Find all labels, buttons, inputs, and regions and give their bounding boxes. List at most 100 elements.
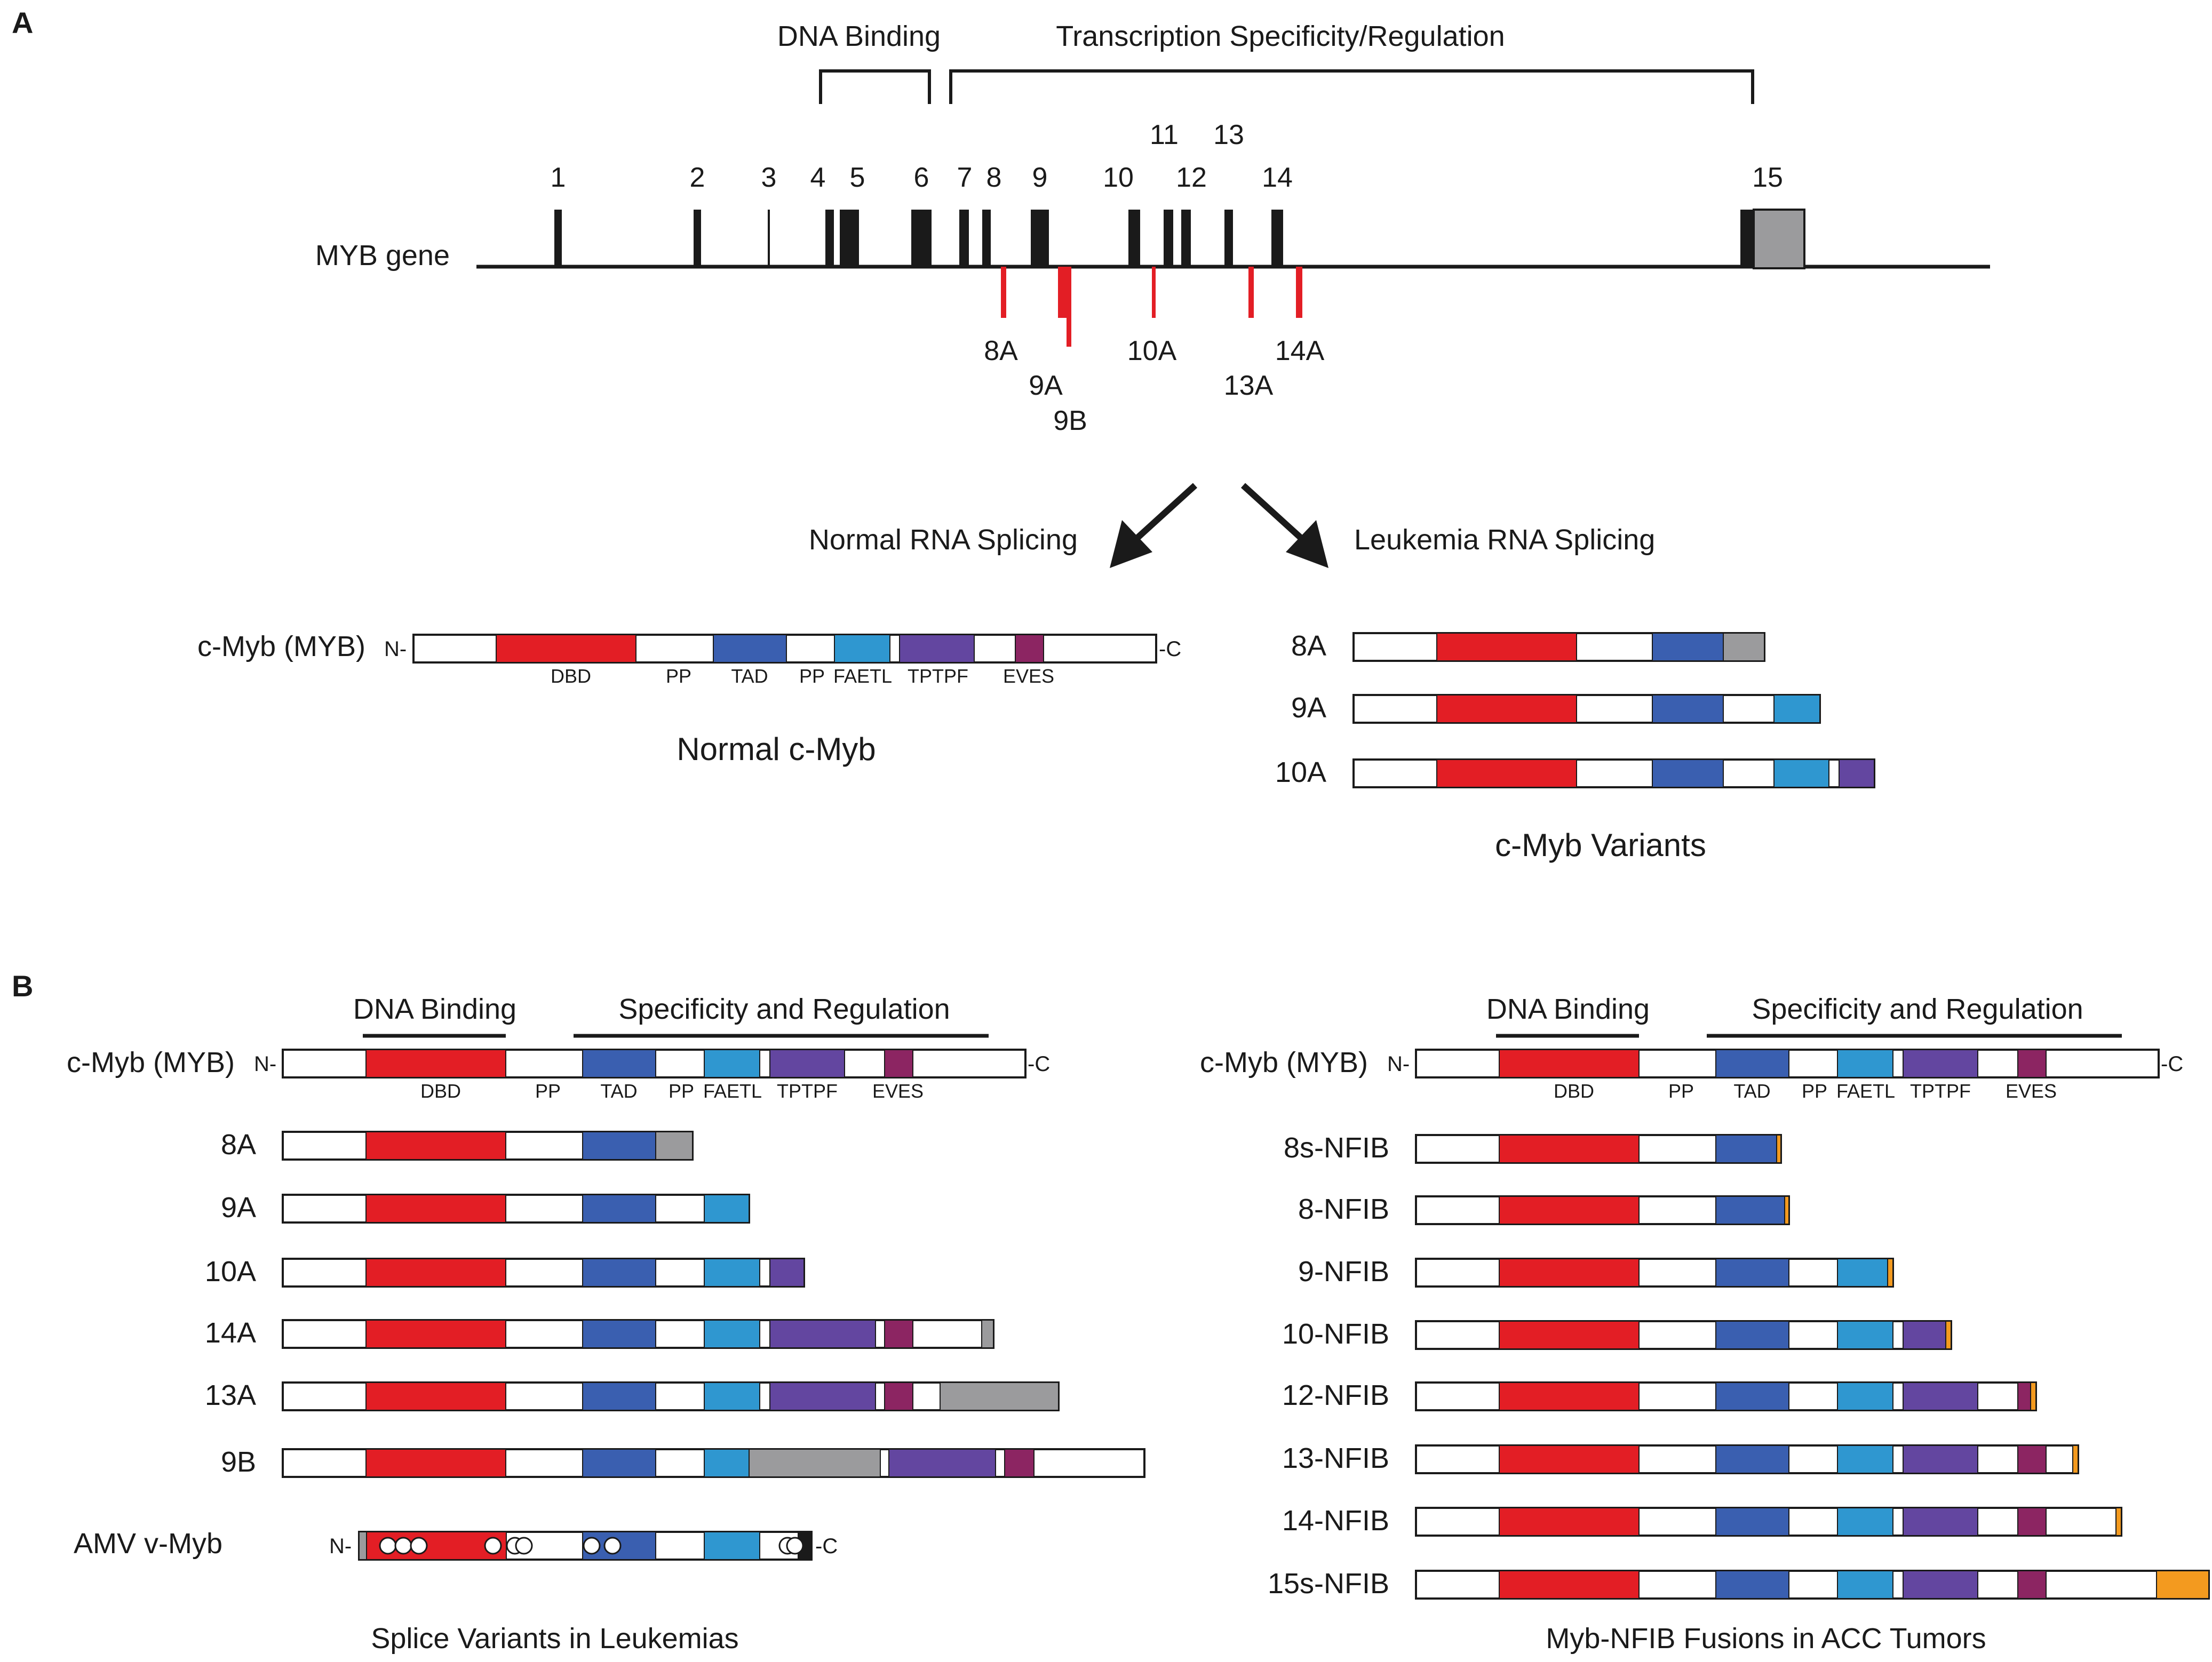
exon-1 bbox=[554, 210, 562, 268]
exon-number: 6 bbox=[914, 162, 929, 193]
tad-domain bbox=[1715, 1570, 1789, 1599]
variant-domain bbox=[1839, 759, 1875, 788]
extra-domain bbox=[981, 1320, 994, 1348]
tptpf-domain bbox=[769, 1320, 876, 1348]
faetl-domain bbox=[704, 1449, 750, 1477]
exon-6 bbox=[911, 210, 932, 268]
splice-variant-label: 13A bbox=[205, 1379, 256, 1411]
alt-exon-9b bbox=[1067, 267, 1071, 347]
variant-bar bbox=[1352, 694, 1821, 724]
left-caption: Splice Variants in Leukemias bbox=[371, 1623, 738, 1655]
exon-12 bbox=[1181, 210, 1191, 268]
panel-b-proteins: DNA Binding Specificity and Regulation c-M… bbox=[67, 993, 2210, 1655]
splice-variant-label: 10A bbox=[205, 1256, 256, 1288]
domain-label: TAD bbox=[1733, 1080, 1770, 1102]
spec-reg-label: Specificity and Regulation bbox=[618, 993, 950, 1025]
tad-domain bbox=[1715, 1258, 1789, 1287]
dbd-domain bbox=[365, 1382, 506, 1411]
tad-domain bbox=[1715, 1507, 1789, 1536]
exon-number: 11 bbox=[1150, 119, 1179, 150]
exon-9 bbox=[1031, 210, 1049, 268]
tptpf-domain bbox=[1903, 1049, 1978, 1078]
exon-4 bbox=[825, 210, 834, 268]
alt-exon-8a bbox=[1001, 267, 1006, 318]
splice-variant-label: 9A bbox=[221, 1192, 256, 1224]
domain-label: PP bbox=[666, 665, 691, 687]
tptpf-domain bbox=[1903, 1570, 1978, 1599]
domain-label: PP bbox=[669, 1080, 694, 1102]
arrow-leukemia-shaft bbox=[1240, 483, 1304, 541]
mutation-circle bbox=[515, 1537, 533, 1555]
domain-label: TAD bbox=[731, 665, 768, 687]
amv-start-cap bbox=[359, 1531, 367, 1560]
tad-domain bbox=[582, 1194, 656, 1223]
tptpf-domain bbox=[769, 1049, 845, 1078]
tptpf-domain bbox=[899, 634, 975, 663]
mutation-circle bbox=[583, 1537, 601, 1555]
nfib-fusion-segment bbox=[1887, 1258, 1893, 1287]
dna-binding-label: DNA Binding bbox=[353, 993, 516, 1025]
faetl-domain bbox=[1837, 1507, 1893, 1536]
variant-label: 10A bbox=[1275, 756, 1326, 788]
domain-label: PP bbox=[1802, 1080, 1827, 1102]
tptpf-domain bbox=[769, 1258, 805, 1287]
tad-domain bbox=[713, 634, 787, 663]
dbd-domain bbox=[1436, 759, 1577, 788]
variant-domain bbox=[1723, 633, 1765, 661]
eves-domain bbox=[1015, 634, 1044, 663]
exon-11 bbox=[1164, 210, 1173, 268]
tad-domain bbox=[1715, 1445, 1789, 1474]
c-terminus: -C bbox=[2161, 1052, 2183, 1076]
dbd-domain bbox=[365, 1320, 506, 1348]
n-terminus: N- bbox=[254, 1052, 276, 1076]
exon-10 bbox=[1128, 210, 1140, 268]
extra-domain bbox=[749, 1449, 881, 1477]
extra-domain bbox=[940, 1382, 1059, 1411]
nfib-fusion-segment bbox=[1945, 1321, 1952, 1349]
variant-domain bbox=[1652, 759, 1724, 788]
exon-number: 13 bbox=[1213, 119, 1244, 150]
protein-name: c-Myb (MYB) bbox=[1200, 1046, 1368, 1078]
variant-label: 9A bbox=[1291, 692, 1326, 724]
exon-15-coding bbox=[1740, 210, 1754, 268]
eves-domain bbox=[884, 1049, 913, 1078]
domain-label: TPTPF bbox=[777, 1080, 838, 1102]
alt-exon-10a bbox=[1152, 267, 1156, 318]
tptpf-domain bbox=[1903, 1445, 1978, 1474]
normal-splicing-label: Normal RNA Splicing bbox=[809, 524, 1078, 556]
exon-number: 9 bbox=[1032, 162, 1048, 193]
fusion-label: 8-NFIB bbox=[1298, 1193, 1389, 1225]
tad-domain bbox=[1715, 1196, 1785, 1225]
dbd-domain bbox=[1499, 1570, 1640, 1599]
domain-label: PP bbox=[799, 665, 825, 687]
c-terminus: -C bbox=[1159, 637, 1181, 661]
exon-8 bbox=[982, 210, 991, 268]
nfib-fusion-segment bbox=[2115, 1507, 2122, 1536]
alt-exon-9a bbox=[1058, 267, 1067, 318]
right-caption: Myb-NFIB Fusions in ACC Tumors bbox=[1546, 1623, 1986, 1655]
eves-domain bbox=[884, 1382, 913, 1411]
fusion-bar bbox=[1415, 1258, 1894, 1288]
nfib-fusion-segment bbox=[1776, 1134, 1781, 1163]
variant-domain bbox=[1773, 759, 1829, 788]
tad-domain bbox=[582, 1131, 656, 1160]
tptpf-domain bbox=[888, 1449, 996, 1477]
tad-domain bbox=[582, 1449, 656, 1477]
exon-number: 5 bbox=[850, 162, 865, 193]
mutation-circle bbox=[394, 1537, 412, 1555]
exon-number: 10 bbox=[1103, 162, 1134, 193]
faetl-domain bbox=[1837, 1258, 1888, 1287]
domain-label: EVES bbox=[2006, 1080, 2057, 1102]
exon-number: 7 bbox=[957, 162, 973, 193]
eves-domain bbox=[1004, 1449, 1035, 1477]
faetl-domain bbox=[704, 1320, 760, 1348]
eves-domain bbox=[2017, 1570, 2047, 1599]
dbd-domain bbox=[1499, 1258, 1640, 1287]
exon-2 bbox=[694, 210, 701, 268]
domain-label: PP bbox=[535, 1080, 561, 1102]
exon-7 bbox=[959, 210, 969, 268]
mutation-circle bbox=[379, 1537, 397, 1555]
eves-domain bbox=[884, 1320, 913, 1348]
